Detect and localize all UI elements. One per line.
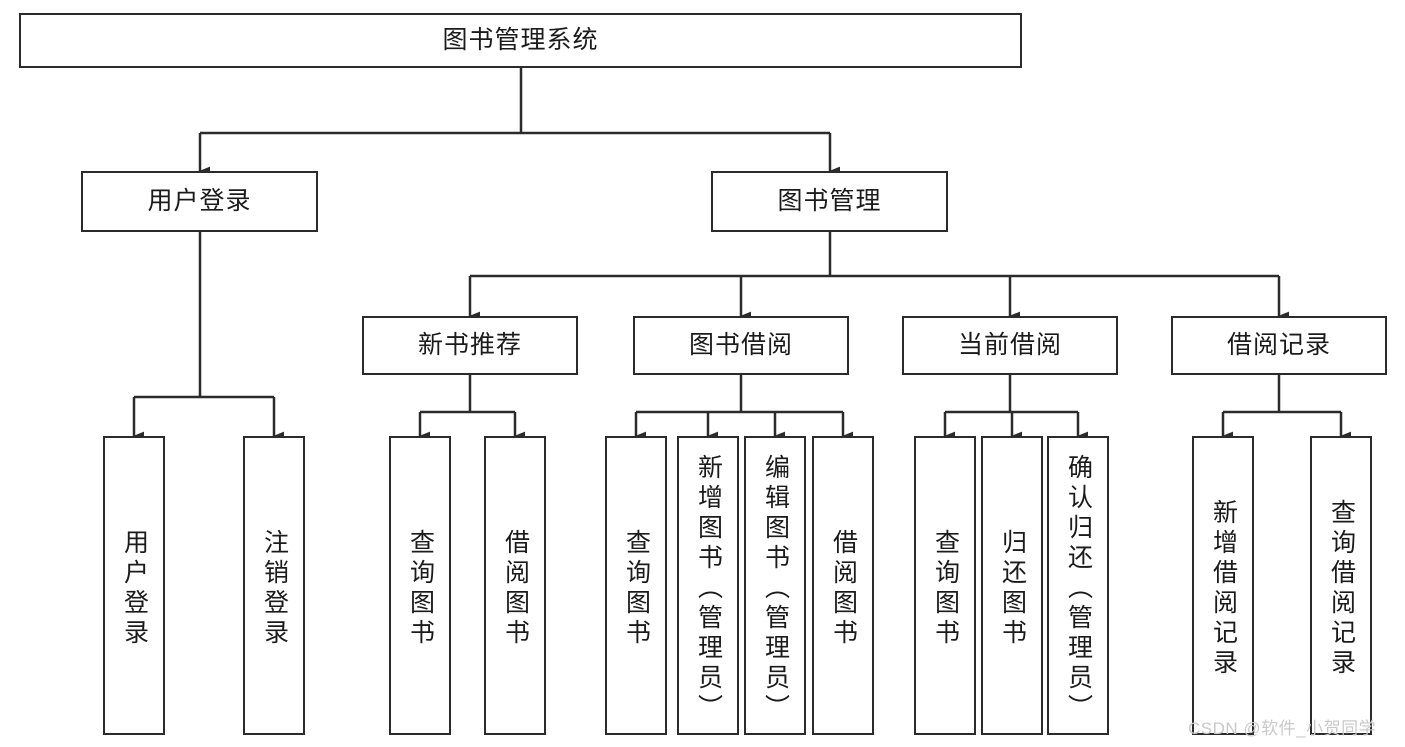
node-leaf-logout[interactable]: 注销登录 [243, 436, 305, 735]
node-leaf-query-record[interactable]: 查询借阅记录 [1310, 436, 1372, 735]
node-new-book-rec[interactable]: 新书推荐 [362, 316, 578, 375]
node-leaf-user-login[interactable]: 用户登录 [103, 436, 165, 735]
node-leaf-borrow-book-1[interactable]: 借阅图书 [484, 436, 546, 735]
node-root[interactable]: 图书管理系统 [19, 13, 1022, 68]
node-current-borrow[interactable]: 当前借阅 [902, 316, 1118, 375]
node-leaf-borrow-book-2[interactable]: 借阅图书 [812, 436, 874, 735]
node-label: 查询图书 [622, 528, 651, 649]
node-leaf-query-book-1[interactable]: 查询图书 [389, 436, 451, 735]
node-label: 新书推荐 [417, 330, 522, 359]
node-label: 查询图书 [406, 528, 435, 649]
node-leaf-confirm-return[interactable]: 确认归还（管理员） [1047, 436, 1109, 735]
node-label: 归还图书 [998, 528, 1027, 649]
node-label: 当前借阅 [957, 330, 1062, 359]
node-label: 借阅图书 [501, 528, 530, 649]
node-leaf-add-book[interactable]: 新增图书（管理员） [677, 436, 739, 735]
node-leaf-query-book-2[interactable]: 查询图书 [605, 436, 667, 735]
node-label: 查询借阅记录 [1327, 498, 1356, 679]
node-leaf-query-book-3[interactable]: 查询图书 [914, 436, 976, 735]
node-label: 确认归还（管理员） [1064, 453, 1093, 724]
node-user-login[interactable]: 用户登录 [81, 171, 318, 232]
node-leaf-return-book[interactable]: 归还图书 [981, 436, 1043, 735]
node-label: 图书借阅 [688, 330, 793, 359]
node-book-borrow[interactable]: 图书借阅 [633, 316, 849, 375]
node-label: 新增图书（管理员） [694, 453, 723, 724]
node-label: 新增借阅记录 [1209, 498, 1238, 679]
watermark-text: CSDN @软件_小贺同学 [1188, 719, 1377, 738]
node-leaf-edit-book[interactable]: 编辑图书（管理员） [744, 436, 806, 735]
node-label: 查询图书 [931, 528, 960, 649]
node-label: 用户登录 [120, 528, 149, 649]
node-label: 编辑图书（管理员） [761, 453, 790, 724]
node-label: 借阅记录 [1226, 330, 1331, 359]
node-label: 用户登录 [147, 186, 252, 215]
node-book-manage[interactable]: 图书管理 [711, 171, 948, 232]
node-borrow-record[interactable]: 借阅记录 [1171, 316, 1387, 375]
connector-lines [132, 68, 1352, 441]
node-label: 图书管理系统 [442, 25, 599, 54]
node-label: 注销登录 [260, 528, 289, 649]
node-label: 借阅图书 [829, 528, 858, 649]
node-leaf-add-record[interactable]: 新增借阅记录 [1192, 436, 1254, 735]
node-label: 图书管理 [777, 186, 882, 215]
